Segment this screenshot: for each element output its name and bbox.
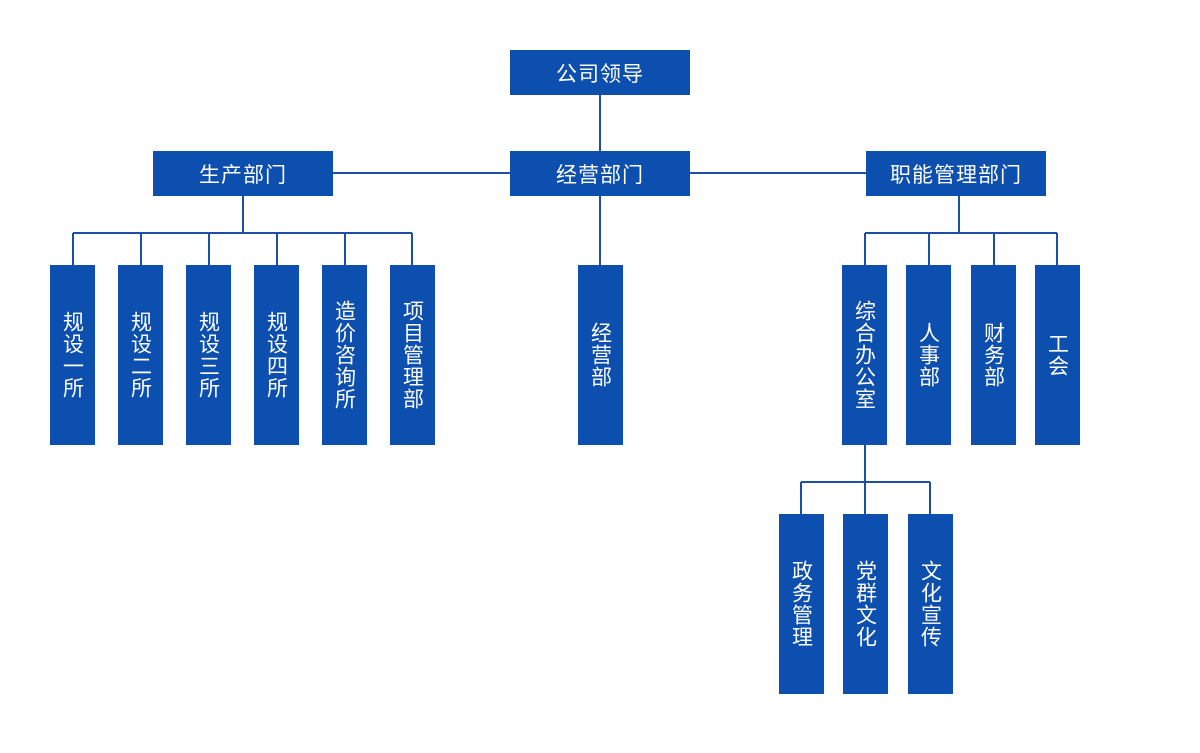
node-planning-design-institute-1: 规设一所 [50, 265, 95, 445]
node-labor-union: 工会 [1035, 265, 1080, 445]
node-production-departments: 生产部门 [153, 151, 333, 196]
node-business-office: 经营部 [578, 265, 623, 445]
node-planning-design-institute-3: 规设三所 [186, 265, 231, 445]
node-general-office: 综合办公室 [842, 265, 887, 445]
node-cost-consulting: 造价咨询所 [322, 265, 367, 445]
node-planning-design-institute-2: 规设二所 [118, 265, 163, 445]
node-functional-departments: 职能管理部门 [866, 151, 1046, 196]
node-government-affairs: 政务管理 [779, 514, 824, 694]
node-business-departments: 经营部门 [510, 151, 690, 196]
node-project-management: 项目管理部 [390, 265, 435, 445]
node-party-culture: 党群文化 [843, 514, 888, 694]
node-planning-design-institute-4: 规设四所 [254, 265, 299, 445]
node-human-resources: 人事部 [906, 265, 951, 445]
node-finance: 财务部 [971, 265, 1016, 445]
node-company-leadership: 公司领导 [510, 50, 690, 95]
node-cultural-publicity: 文化宣传 [908, 514, 953, 694]
